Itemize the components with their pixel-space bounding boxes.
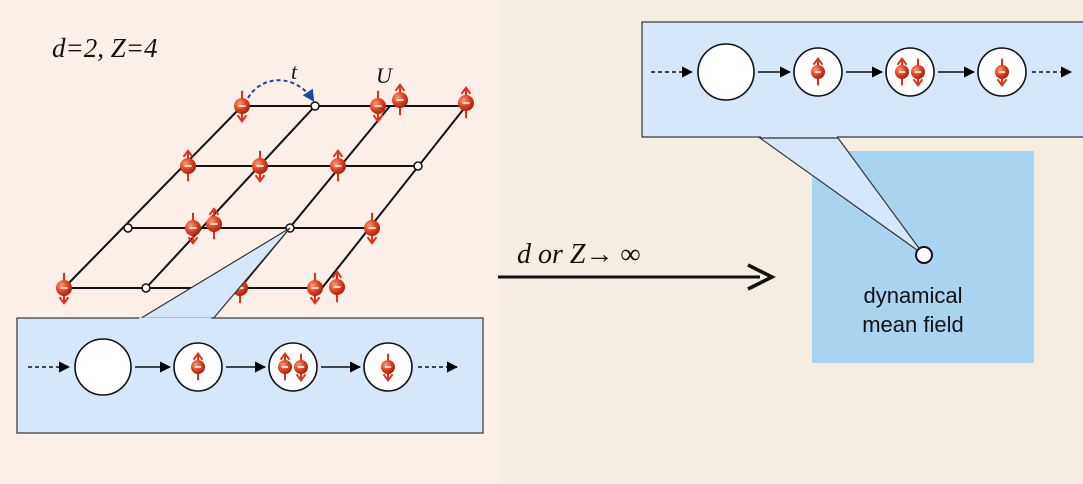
spin-down-electron [364, 212, 380, 245]
spin-up-electron [330, 149, 346, 182]
spin-up-electron [895, 57, 909, 86]
empty-site [310, 101, 320, 111]
timeline-state-circle [697, 43, 755, 101]
impurity-callout-wedge-right [758, 137, 925, 256]
spin-up-electron [811, 57, 825, 86]
spin-up-electron [191, 352, 205, 381]
timeline-top [651, 43, 1073, 101]
empty-site [413, 161, 423, 171]
lattice-title: d=2, Z=4 [52, 33, 157, 63]
spin-down-electron [252, 150, 268, 183]
mean-field-label-line1: dynamical [863, 283, 962, 308]
hopping-arrow [247, 79, 315, 103]
spin-up-electron [180, 149, 196, 182]
spin-up-electron [392, 83, 408, 116]
limit-label: d or Z→ ∞ [517, 239, 640, 270]
spin-down-electron [995, 58, 1009, 87]
limit-arrow-head [747, 263, 776, 291]
timeline-bottom [28, 338, 459, 396]
timeline-state-circle [885, 47, 935, 97]
interaction-label: U [376, 63, 394, 88]
spin-down-electron [307, 272, 323, 305]
spin-down-electron [381, 353, 395, 382]
impurity-site [915, 246, 933, 264]
spin-up-electron [458, 86, 474, 119]
spin-up-electron [278, 352, 292, 381]
spin-down-electron [234, 90, 250, 123]
hopping-label: t [291, 59, 298, 84]
spin-down-electron [185, 212, 201, 245]
spin-up-electron [206, 207, 222, 240]
spin-down-electron [56, 272, 72, 305]
spin-up-electron [329, 270, 345, 303]
timeline-state-circle [268, 342, 318, 392]
timeline-state-circle [74, 338, 132, 396]
mean-field-label-line2: mean field [862, 312, 964, 337]
spin-down-electron [370, 90, 386, 123]
empty-site [141, 283, 151, 293]
empty-site [123, 223, 133, 233]
spin-down-electron [294, 353, 308, 382]
spin-down-electron [911, 58, 925, 87]
